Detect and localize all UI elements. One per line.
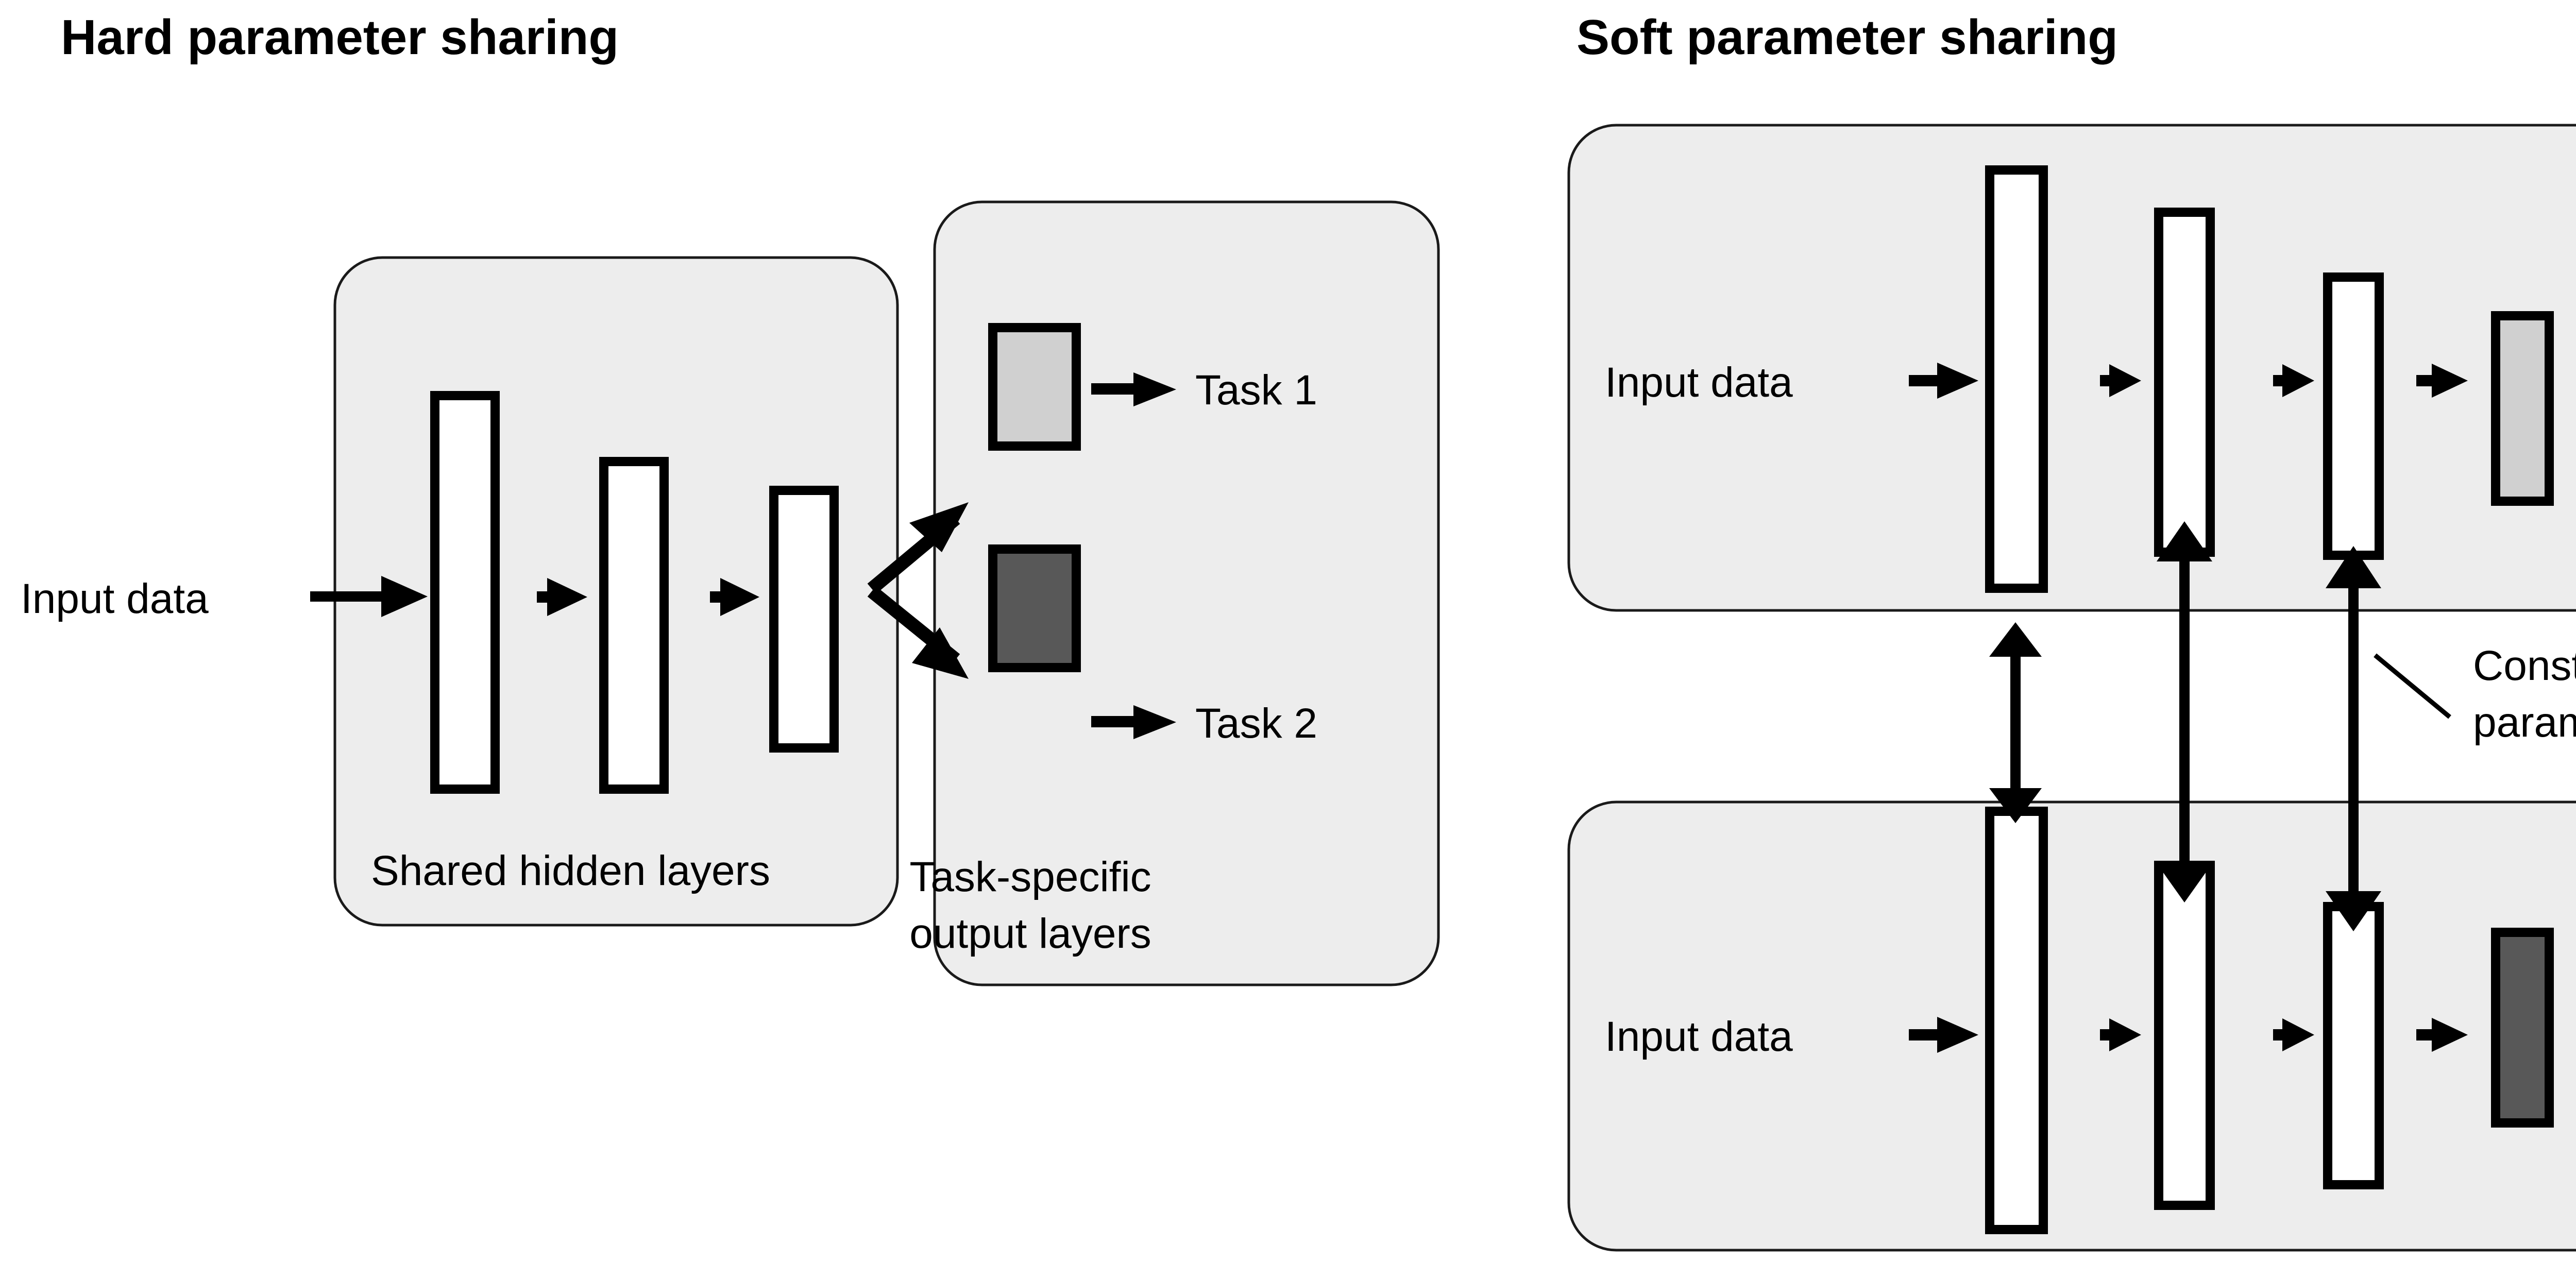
bottom-layer-2: [2154, 861, 2215, 1210]
bottom-input-arrow-icon: [1909, 1017, 1978, 1053]
shared-hidden-layer-2: [599, 457, 669, 794]
left-task1-label: Task 1: [1195, 367, 1317, 414]
constraint-label-line2: parameter sharing: [2473, 699, 2576, 746]
top-layer-2: [2154, 208, 2215, 557]
right-panel-title: Soft parameter sharing: [1577, 10, 2118, 65]
left-panel-title: Hard parameter sharing: [61, 10, 619, 65]
bottom-flow-arrow-1-icon: [2100, 1018, 2141, 1051]
left-branch-arrows-icon: [867, 502, 969, 679]
task-specific-caption-line2: output layers: [909, 910, 1151, 957]
left-flow-arrow-2-icon: [710, 578, 759, 616]
top-output-layer: [2491, 311, 2554, 506]
left-task2-arrow-icon: [1091, 705, 1176, 739]
top-input-data-label: Input data: [1605, 359, 1793, 406]
bottom-flow-arrow-3-icon: [2416, 1018, 2468, 1052]
shared-hidden-layer-1: [430, 391, 500, 794]
top-flow-arrow-3-icon: [2416, 364, 2468, 398]
task1-output-layer: [988, 323, 1081, 451]
constraint-link-3-icon: [2326, 546, 2381, 931]
task2-output-layer: [988, 544, 1081, 672]
shared-hidden-layers-caption: Shared hidden layers: [371, 847, 770, 894]
left-task1-arrow-icon: [1091, 372, 1176, 406]
bottom-output-layer: [2491, 928, 2554, 1128]
shared-hidden-layer-3: [769, 486, 839, 753]
left-flow-arrow-1-icon: [537, 578, 587, 616]
top-layer-3: [2323, 272, 2384, 560]
bottom-layer-1: [1985, 807, 2048, 1234]
top-flow-arrow-2-icon: [2273, 364, 2314, 397]
constraint-link-2-icon: [2157, 521, 2212, 902]
left-input-arrow-icon: [310, 576, 428, 617]
top-input-arrow-icon: [1909, 363, 1978, 399]
top-layer-1: [1985, 165, 2048, 593]
left-input-data-label: Input data: [21, 575, 209, 622]
bottom-layer-3: [2323, 902, 2384, 1189]
constraint-label-line1: Constraints for soft: [2473, 642, 2576, 689]
bottom-input-data-label: Input data: [1605, 1013, 1793, 1060]
top-flow-arrow-1-icon: [2100, 364, 2141, 397]
constraint-leader-line: [2374, 653, 2451, 719]
task-specific-caption-line1: Task-specific: [909, 854, 1151, 900]
left-task2-label: Task 2: [1195, 700, 1317, 747]
constraint-link-1-icon: [1989, 622, 2042, 823]
bottom-flow-arrow-2-icon: [2273, 1018, 2314, 1051]
